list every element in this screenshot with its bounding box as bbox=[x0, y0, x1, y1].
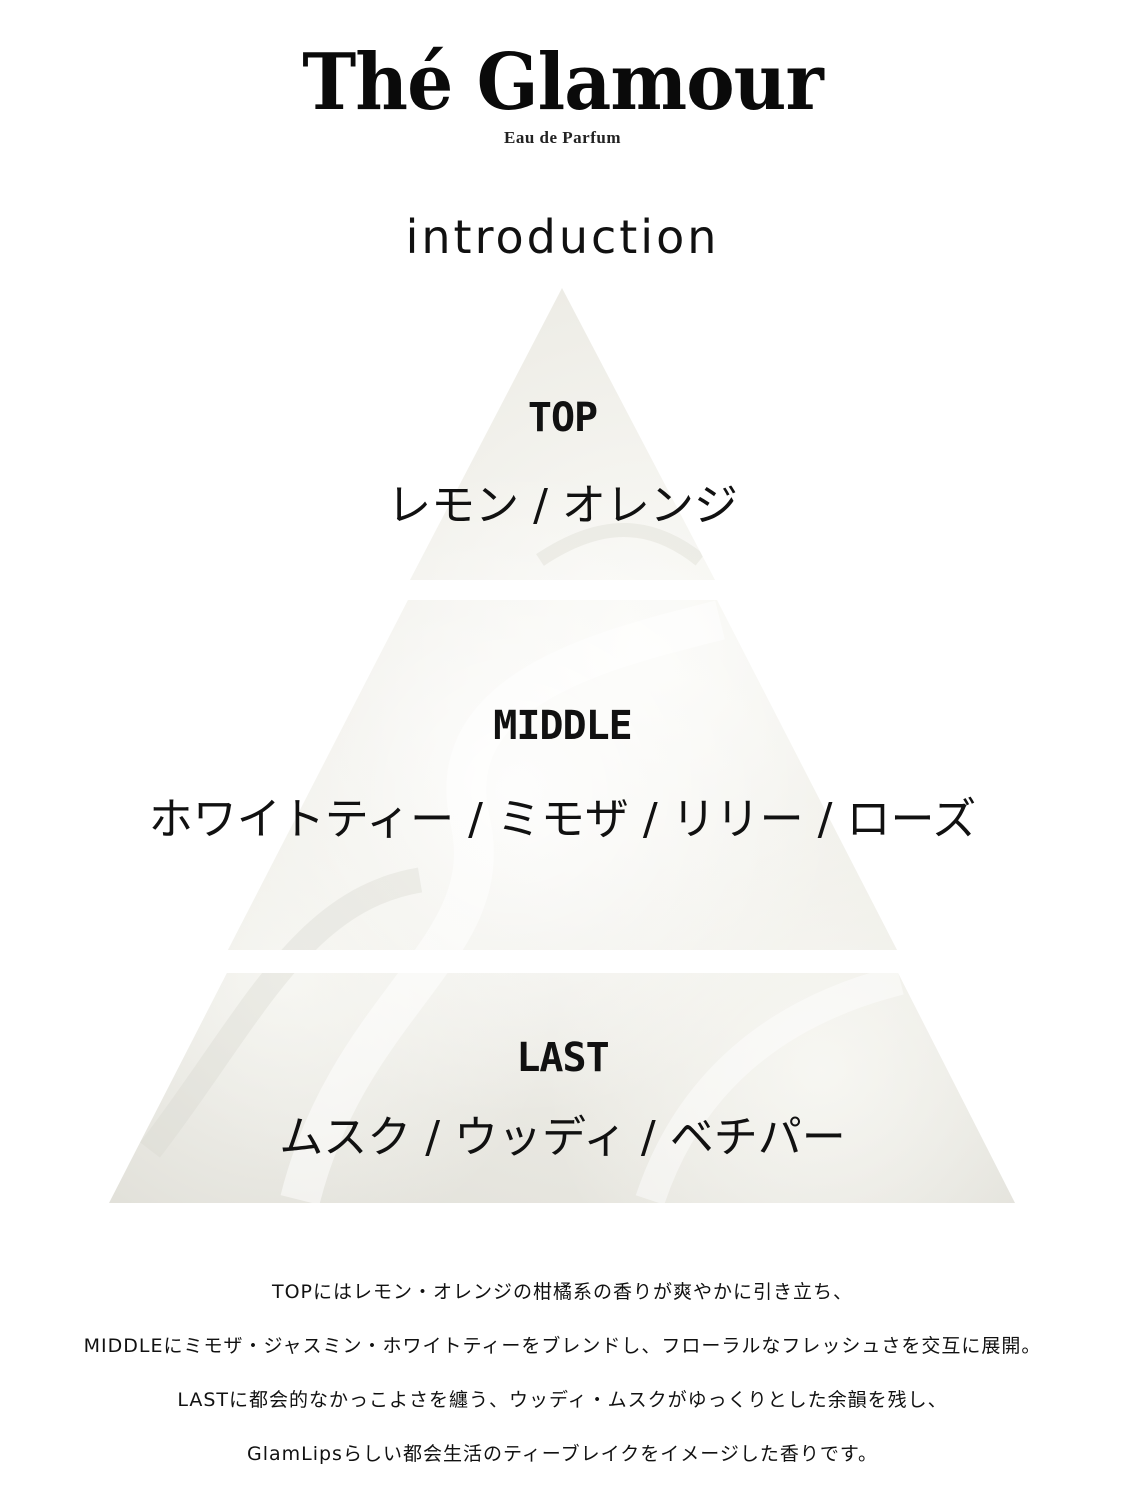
tier-top-label: TOP bbox=[527, 395, 598, 441]
description-line: TOPにはレモン・オレンジの柑橘系の香りが爽やかに引き立ち、 bbox=[271, 1281, 854, 1303]
brand-title: Thé Glamour bbox=[302, 37, 823, 128]
tier-top-notes: レモン / オレンジ bbox=[387, 480, 738, 531]
section-title: introduction bbox=[405, 210, 720, 264]
description-line: MIDDLEにミモザ・ジャスミン・ホワイトティーをブレンドし、フローラルなフレッ… bbox=[83, 1335, 1042, 1357]
tier-middle-label: MIDDLE bbox=[493, 703, 633, 749]
tier-middle: MIDDLE ホワイトティー / ミモザ / リリー / ローズ bbox=[0, 703, 1125, 847]
brand-subtitle: Eau de Parfum bbox=[504, 128, 621, 147]
description-line: GlamLipsらしい都会生活のティーブレイクをイメージした香りです。 bbox=[246, 1443, 879, 1465]
description-line: LASTに都会的なかっこよさを纏う、ウッディ・ムスクがゆっくりとした余韻を残し、 bbox=[177, 1389, 948, 1411]
description: TOPにはレモン・オレンジの柑橘系の香りが爽やかに引き立ち、 MIDDLEにミモ… bbox=[0, 1265, 1125, 1481]
tier-top: TOP レモン / オレンジ bbox=[0, 395, 1125, 533]
tier-last: LAST ムスク / ウッディ / ベチパー bbox=[0, 1035, 1125, 1165]
tier-last-label: LAST bbox=[516, 1035, 609, 1081]
tier-last-notes: ムスク / ウッディ / ベチパー bbox=[279, 1112, 846, 1163]
tier-middle-notes: ホワイトティー / ミモザ / リリー / ローズ bbox=[148, 794, 977, 845]
brand-header: Thé Glamour Eau de Parfum bbox=[0, 38, 1125, 148]
